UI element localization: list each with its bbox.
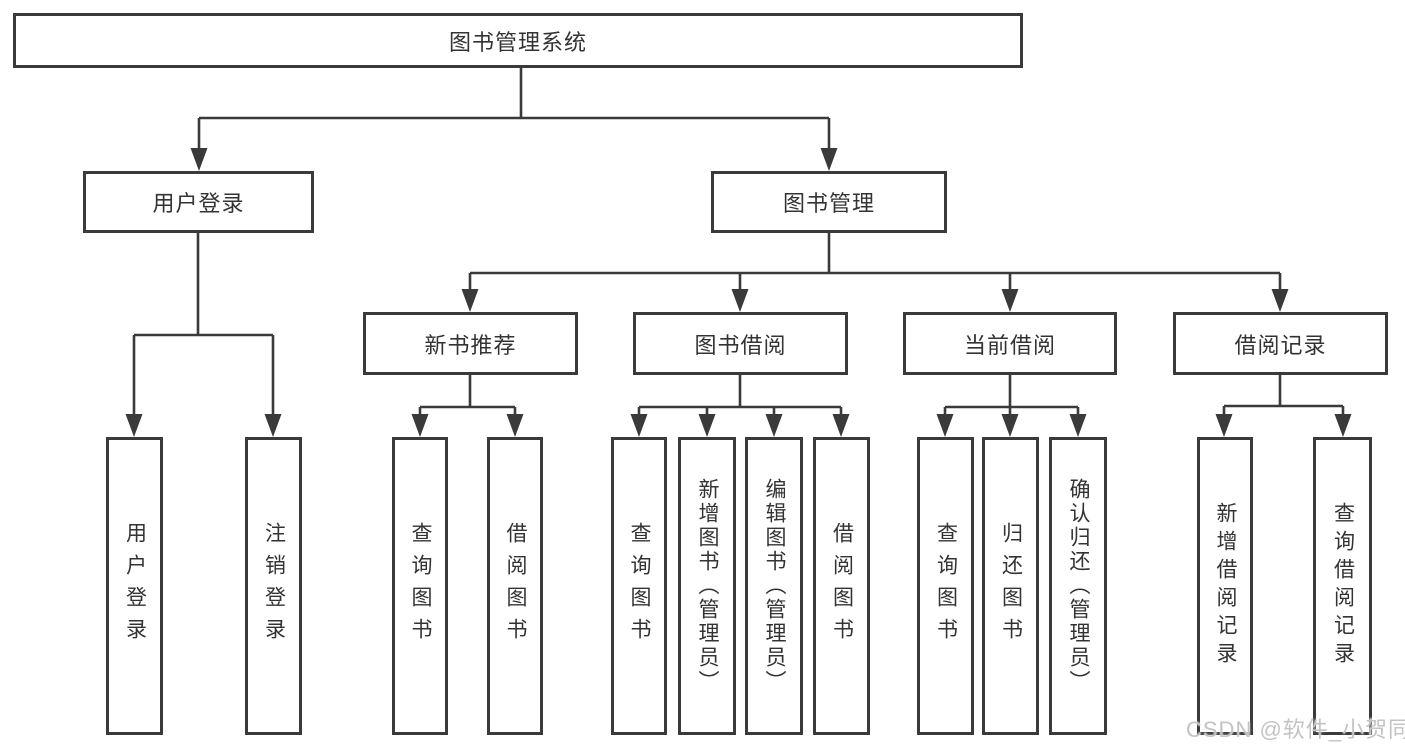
leaf-add-book-admin: 新增图书（管理员） bbox=[678, 437, 736, 735]
csdn-watermark: CSDN @软件_小贺同学 bbox=[1186, 717, 1405, 742]
node-borrow-record: 借阅记录 bbox=[1173, 312, 1388, 375]
node-book-borrow: 图书借阅 bbox=[633, 312, 848, 375]
leaf-query-book-1-label: 查询图书 bbox=[409, 522, 432, 650]
leaf-confirm-return-admin: 确认归还（管理员） bbox=[1049, 437, 1107, 735]
leaf-borrow-book-1: 借阅图书 bbox=[487, 437, 543, 735]
leaf-confirm-return-admin-label: 确认归还（管理员） bbox=[1067, 478, 1090, 694]
leaf-query-book-3: 查询图书 bbox=[917, 437, 974, 735]
leaf-edit-book-admin-label: 编辑图书（管理员） bbox=[763, 478, 786, 694]
node-borrow-record-label: 借阅记录 bbox=[1234, 332, 1327, 358]
node-library-management-system-label: 图书管理系统 bbox=[448, 29, 587, 55]
leaf-query-book-2: 查询图书 bbox=[611, 437, 667, 735]
leaf-query-book-3-label: 查询图书 bbox=[934, 522, 958, 650]
leaf-borrow-book-1-label: 借阅图书 bbox=[504, 522, 527, 650]
leaf-query-borrow-record: 查询借阅记录 bbox=[1313, 437, 1372, 735]
leaf-add-borrow-record-label: 新增借阅记录 bbox=[1214, 502, 1237, 670]
leaf-edit-book-admin: 编辑图书（管理员） bbox=[745, 437, 803, 735]
node-user-login: 用户登录 bbox=[83, 171, 314, 233]
leaf-query-book-2-label: 查询图书 bbox=[628, 522, 651, 650]
node-book-management-label: 图书管理 bbox=[782, 191, 875, 216]
leaf-return-book: 归还图书 bbox=[982, 437, 1039, 735]
node-library-management-system: 图书管理系统 bbox=[13, 13, 1023, 68]
leaf-add-book-admin-label: 新增图书（管理员） bbox=[696, 478, 719, 694]
leaf-query-borrow-record-label: 查询借阅记录 bbox=[1331, 502, 1355, 670]
node-current-borrow: 当前借阅 bbox=[903, 312, 1117, 375]
node-current-borrow-label: 当前借阅 bbox=[963, 332, 1056, 358]
node-new-book-recommend-label: 新书推荐 bbox=[424, 332, 517, 358]
node-user-login-label: 用户登录 bbox=[152, 191, 245, 216]
leaf-user-login-label: 用户登录 bbox=[123, 522, 147, 650]
leaf-logout-label: 注销登录 bbox=[262, 522, 286, 650]
leaf-return-book-label: 归还图书 bbox=[999, 522, 1023, 650]
node-new-book-recommend: 新书推荐 bbox=[363, 312, 578, 375]
node-book-borrow-label: 图书借阅 bbox=[694, 332, 787, 358]
node-book-management: 图书管理 bbox=[711, 171, 947, 233]
leaf-user-login: 用户登录 bbox=[106, 437, 163, 735]
leaf-add-borrow-record: 新增借阅记录 bbox=[1197, 437, 1253, 735]
leaf-borrow-book-2: 借阅图书 bbox=[813, 437, 870, 735]
leaf-query-book-1: 查询图书 bbox=[392, 437, 448, 735]
leaf-borrow-book-2-label: 借阅图书 bbox=[830, 522, 854, 650]
leaf-logout: 注销登录 bbox=[245, 437, 302, 735]
